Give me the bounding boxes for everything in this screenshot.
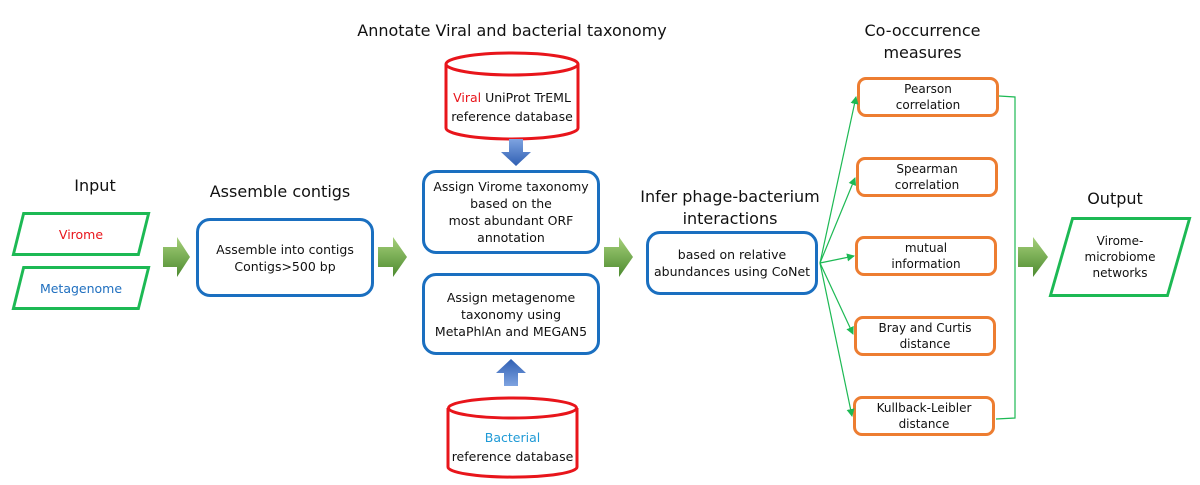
output-label: Virome- microbiome networks [1060, 217, 1180, 297]
connector-to-mutual-information [819, 253, 855, 264]
viral-db-line1: UniProt TrEML [481, 90, 571, 105]
heading-output: Output [1087, 189, 1143, 208]
assign-virome-taxonomy-box: Assign Virome taxonomy based on the most… [422, 170, 600, 254]
infer-line: based on relative [677, 247, 787, 262]
output-line: networks [1092, 266, 1148, 280]
assemble-line-2: Contigs>500 bp [234, 258, 336, 274]
heading-annotate-taxonomy: Annotate Viral and bacterial taxonomy [357, 21, 667, 40]
measure-line: Spearman [896, 162, 958, 176]
measure-kullback-leibler: Kullback-Leibler distance [853, 396, 995, 436]
measure-spearman: Spearman correlation [856, 157, 998, 197]
input-metagenome: Metagenome [11, 266, 151, 310]
arrow-up-icon [496, 359, 526, 386]
viral-db-line2: reference database [451, 109, 573, 124]
database-cylinder-icon [446, 396, 579, 479]
infer-interactions-box: based on relative abundances using CoNet [646, 231, 818, 295]
connector-to-kullback-leibler [819, 262, 855, 417]
measure-line: Bray and Curtis [878, 321, 972, 335]
viral-db-highlight: Viral [453, 90, 482, 105]
heading-cooccurrence-measures: Co-occurrence measures [864, 21, 981, 62]
measure-line: distance [898, 417, 950, 431]
measure-pearson: Pearson correlation [857, 77, 999, 117]
virome-tax-line: based on the [470, 196, 552, 211]
bacterial-reference-database: Bacterial reference database [445, 395, 580, 480]
arrow-down-icon [501, 139, 531, 166]
measure-mutual-information: mutual information [855, 236, 997, 276]
assemble-line-1: Assemble into contigs [216, 241, 354, 257]
infer-line: abundances using CoNet [653, 264, 811, 279]
flow-arrow-icon [1018, 237, 1048, 277]
measure-line: correlation [894, 178, 960, 192]
metagenome-tax-line: MetaPhlAn and MEGAN5 [434, 323, 588, 339]
virome-tax-line: Assign Virome taxonomy [433, 179, 589, 194]
measure-line: Pearson [904, 82, 952, 96]
measure-line: information [891, 257, 961, 271]
flow-arrow-icon [163, 237, 190, 277]
input-metagenome-label: Metagenome [39, 280, 123, 296]
measure-bray-curtis: Bray and Curtis distance [854, 316, 996, 356]
output-line: Virome- [1096, 234, 1144, 248]
connector-to-spearman [819, 177, 857, 264]
heading-input: Input [74, 176, 116, 195]
assign-metagenome-taxonomy-box: Assign metagenome taxonomy using MetaPhl… [422, 273, 600, 355]
metagenome-tax-line: Assign metagenome [446, 289, 576, 305]
connector-to-pearson [819, 96, 859, 264]
output-line: microbiome [1084, 250, 1156, 264]
measure-line: correlation [895, 98, 961, 112]
flow-arrow-icon [378, 237, 407, 277]
metagenome-tax-line: taxonomy using [460, 306, 562, 322]
virome-tax-line: most abundant ORF [448, 213, 574, 228]
heading-assemble-contigs: Assemble contigs [209, 182, 351, 201]
input-virome: Virome [11, 212, 151, 256]
measure-line: distance [899, 337, 951, 351]
measures-bracket [995, 95, 1016, 420]
measure-line: mutual [904, 241, 948, 255]
assemble-contigs-box: Assemble into contigs Contigs>500 bp [196, 218, 374, 297]
virome-tax-line: annotation [477, 230, 545, 245]
viral-reference-database: Viral UniProt TrEML reference database [443, 50, 581, 142]
output-networks: Virome- microbiome networks [1048, 217, 1192, 297]
heading-infer-interactions: Infer phage-bacterium interactions [640, 187, 820, 228]
bacterial-db-line2: reference database [451, 448, 574, 464]
input-virome-label: Virome [58, 226, 104, 242]
bacterial-db-highlight: Bacterial [484, 429, 541, 445]
connector-to-bray-curtis [819, 262, 854, 335]
flow-arrow-icon [604, 237, 633, 277]
database-cylinder-icon [444, 51, 580, 141]
measure-line: Kullback-Leibler [876, 401, 972, 415]
